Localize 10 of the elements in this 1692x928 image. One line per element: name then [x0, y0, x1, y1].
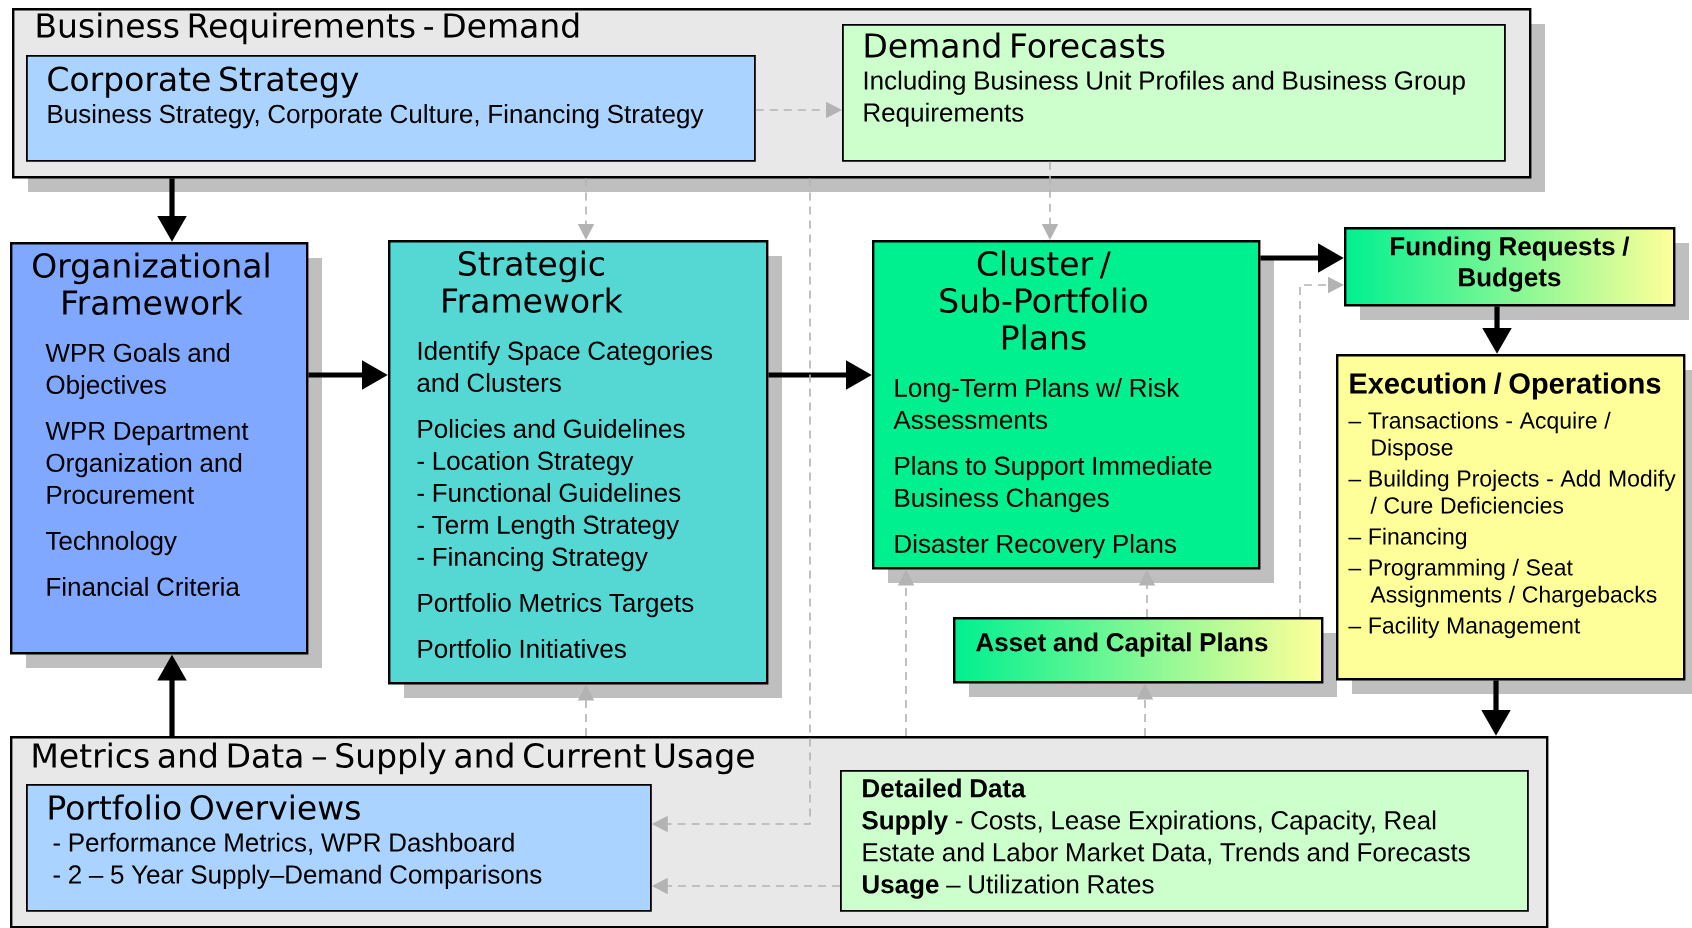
- plans-box: Cluster / Sub-Portfolio Plans Long-Term Plans w/ Risk Assessments Plans to Support Immediate Business Changes Disaster Recovery Plans: [872, 240, 1261, 570]
- framework-box: Strategic Framework Identify Space Categories and Clusters Policies and Guidelines - Location Strategy - Functional Guidelines - Term Length Strategy - Financing Strategy Portfolio Metrics Targets Portfolio Initiatives: [388, 240, 769, 685]
- operations-box: Execution / Operations – Transactions - Acquire / Dispose – Building Projects - Add Modify / Cure Deficiencies – Financing – Programming / Seat Assignments / Chargebacks – Facility Management: [1336, 354, 1686, 681]
- budget-box: Funding Requests / Budgets: [1344, 227, 1676, 307]
- overview-box: Portfolio Overviews - Performance Metrics, WPR Dashboard - 2 – 5 Year Supply–Demand Comparisons: [26, 784, 652, 912]
- plans-box: Asset and Capital Plans: [953, 617, 1324, 684]
- forecast-box: Demand Forecasts Including Business Unit Profiles and Business Group Requirements: [842, 24, 1506, 162]
- strategy-box: Corporate Strategy Business Strategy, Corporate Culture, Financing Strategy: [26, 55, 756, 162]
- data-box: Detailed Data Supply - Costs, Lease Expirations, Capacity, Real Estate and Labor Market Data, Trends and Forecasts Usage – Utilization Rates: [840, 770, 1529, 912]
- framework-box: Organizational Framework WPR Goals and Objectives WPR Department Organization and Procurement Technology Financial Criteria: [10, 242, 309, 655]
